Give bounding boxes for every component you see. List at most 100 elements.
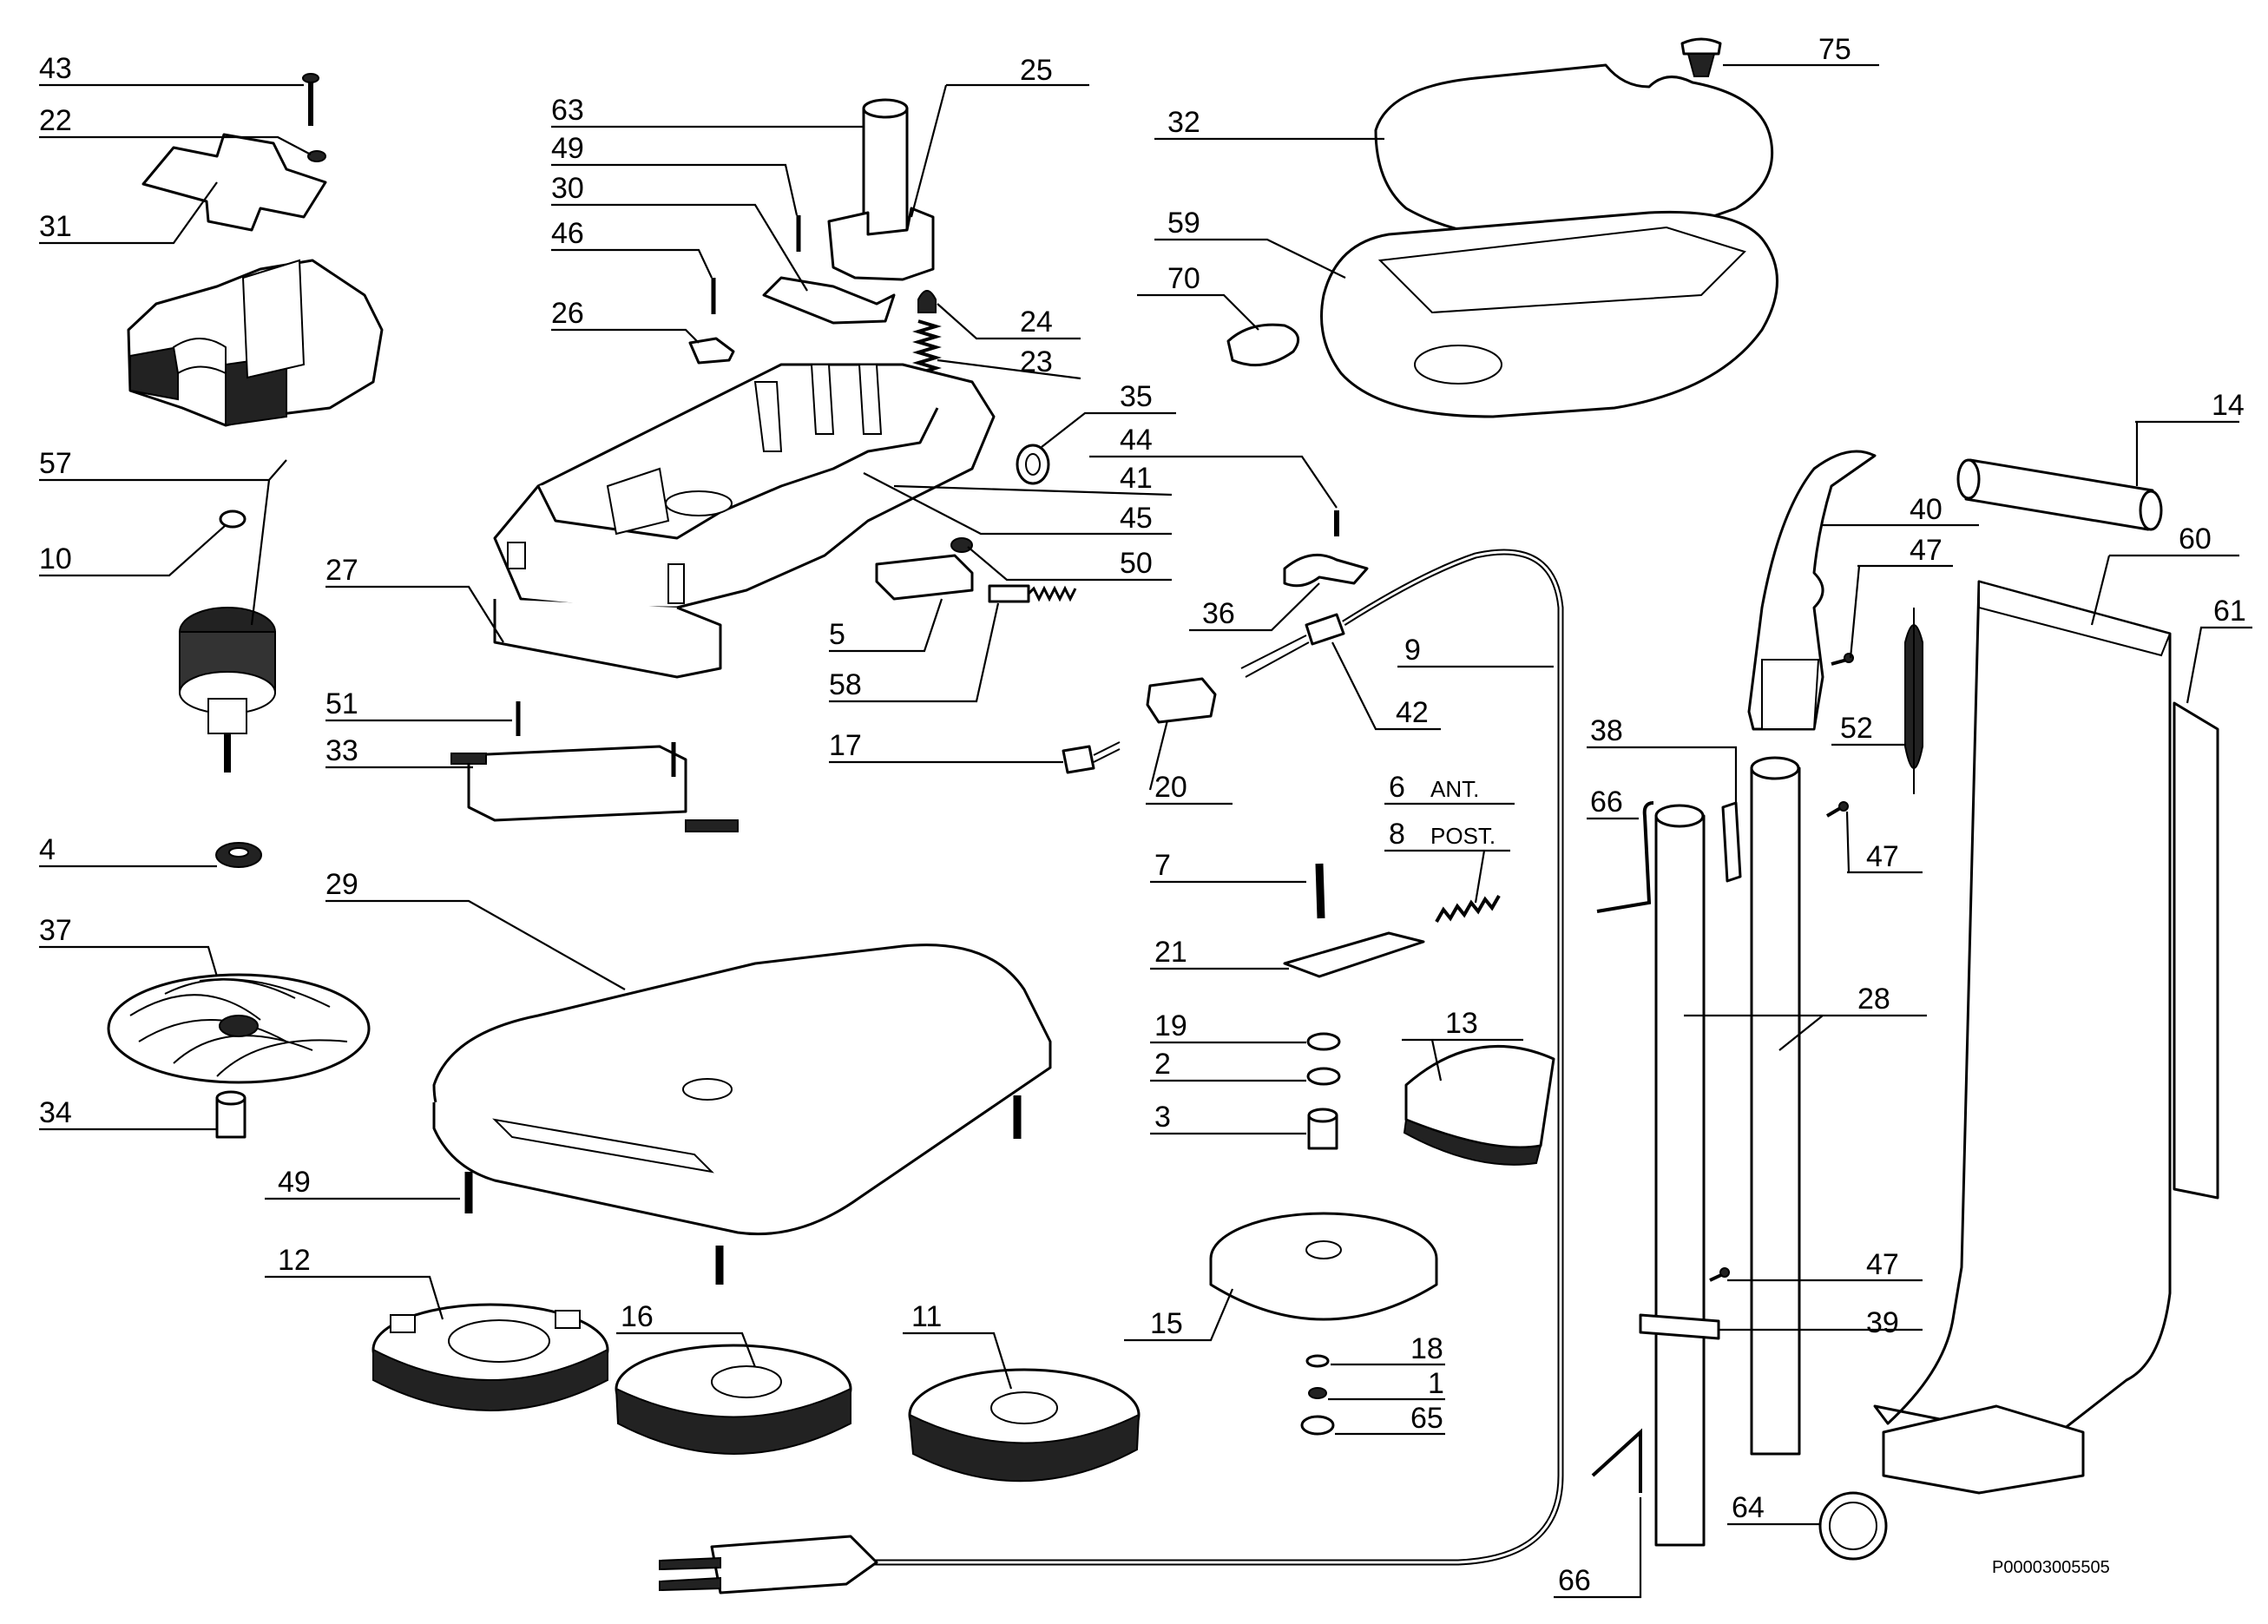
part-36-cable-clamp xyxy=(1283,553,1369,588)
callout-number: 9 xyxy=(1404,634,1421,667)
callout-number: 11 xyxy=(911,1300,942,1333)
callout-38: 38 xyxy=(1587,714,1738,803)
callout-13: 13 xyxy=(1402,1007,1523,1082)
callout-45: 45 xyxy=(863,472,1172,536)
callout-51: 51 xyxy=(325,687,512,722)
callout-70: 70 xyxy=(1137,262,1259,331)
callout-number: 24 xyxy=(1020,306,1053,339)
callout-58: 58 xyxy=(829,602,1000,703)
callout-number: 47 xyxy=(1866,840,1899,873)
callout-40: 40 xyxy=(1823,493,1979,527)
callout-66-lower: 66 xyxy=(1554,1497,1642,1599)
part-3-bush xyxy=(1307,1108,1338,1150)
callout-19: 19 xyxy=(1150,1009,1306,1044)
callout-43: 43 xyxy=(39,52,304,87)
part-47-screw-b xyxy=(1825,801,1849,818)
callout-note: POST. xyxy=(1430,823,1496,849)
callout-50: 50 xyxy=(967,546,1172,582)
callout-number: 12 xyxy=(278,1244,311,1277)
callout-number: 32 xyxy=(1167,106,1200,139)
part-27-chassis xyxy=(493,363,996,679)
part-13-brush-segment xyxy=(1403,1044,1555,1166)
callout-number: 49 xyxy=(278,1166,311,1199)
callout-number: 17 xyxy=(829,729,862,762)
callout-number: 66 xyxy=(1590,786,1623,819)
callout-number: 31 xyxy=(39,210,72,243)
callout-number: 38 xyxy=(1590,714,1623,747)
callout-60: 60 xyxy=(2090,523,2239,626)
callout-18: 18 xyxy=(1331,1332,1445,1366)
part-30-plate xyxy=(762,276,896,325)
part-14-tube xyxy=(1956,458,2163,531)
callout-66: 66 xyxy=(1587,786,1639,820)
part-31-bracket xyxy=(141,133,327,232)
callout-number: 63 xyxy=(551,94,584,127)
callout-7: 7 xyxy=(1150,849,1306,884)
callout-number: 60 xyxy=(2179,523,2212,556)
part-35-ring xyxy=(1016,444,1050,485)
callout-note: ANT. xyxy=(1430,776,1479,802)
callout-31: 31 xyxy=(39,181,218,245)
callout-number: 51 xyxy=(325,687,358,720)
part-50-nut xyxy=(950,537,973,553)
callout-number: 44 xyxy=(1120,424,1153,457)
callout-number: 6 xyxy=(1389,771,1405,804)
callout-52: 52 xyxy=(1831,712,1905,746)
callout-number: 40 xyxy=(1910,493,1943,526)
part-33-bar xyxy=(450,742,739,832)
callout-5: 5 xyxy=(829,598,943,653)
part-22-nut xyxy=(307,150,326,162)
callout-number: 64 xyxy=(1732,1491,1765,1524)
callout-29: 29 xyxy=(325,868,626,990)
part-58-brush xyxy=(988,584,1077,603)
callout-number: 37 xyxy=(39,914,72,947)
callout-number: 14 xyxy=(2212,389,2245,422)
part-24-cap xyxy=(917,290,937,313)
callout-number: 18 xyxy=(1410,1332,1443,1365)
part-26-clip xyxy=(688,337,735,365)
callout-33: 33 xyxy=(325,734,473,769)
callout-42: 42 xyxy=(1331,641,1441,731)
part-12-brush xyxy=(371,1303,609,1411)
callout-39: 39 xyxy=(1719,1306,1923,1339)
callout-number: 66 xyxy=(1558,1564,1591,1597)
callout-75: 75 xyxy=(1723,33,1879,67)
callout-30: 30 xyxy=(551,172,808,292)
callout-4: 4 xyxy=(39,833,217,868)
part-28-tube-left xyxy=(1654,804,1706,1547)
callout-44: 44 xyxy=(1089,424,1338,509)
callout-number: 41 xyxy=(1120,462,1153,495)
callout-17: 17 xyxy=(829,729,1063,764)
callout-number: 16 xyxy=(621,1300,654,1333)
part-19-washer xyxy=(1306,1032,1341,1051)
part-37-fan xyxy=(107,973,371,1084)
callout-number: 52 xyxy=(1840,712,1873,745)
callout-9: 9 xyxy=(1397,634,1554,668)
callout-number: 33 xyxy=(325,734,358,767)
callout-2: 2 xyxy=(1150,1048,1306,1082)
callout-1: 1 xyxy=(1328,1367,1445,1401)
callout-10: 10 xyxy=(39,524,227,577)
callout-11: 11 xyxy=(903,1300,1013,1390)
callout-20: 20 xyxy=(1146,720,1233,805)
part-18-washer xyxy=(1305,1354,1330,1368)
parts-illustrations xyxy=(107,37,2219,1594)
callout-number: 36 xyxy=(1202,597,1235,630)
part-59-frame xyxy=(1320,210,1778,418)
callout-number: 70 xyxy=(1167,262,1200,295)
part-armature xyxy=(179,607,276,773)
callout-number: 26 xyxy=(551,297,584,330)
callout-number: 43 xyxy=(39,52,72,85)
part-29-base-plate xyxy=(432,943,1052,1236)
callout-35: 35 xyxy=(1041,380,1176,448)
callout-21: 21 xyxy=(1150,936,1289,970)
callout-number: 50 xyxy=(1120,547,1153,580)
callout-46: 46 xyxy=(551,217,713,279)
callout-number: 35 xyxy=(1120,380,1153,413)
callout-22: 22 xyxy=(39,104,312,155)
callout-57: 57 xyxy=(39,447,287,626)
callout-number: 19 xyxy=(1154,1009,1187,1042)
part-39-collar xyxy=(1639,1313,1720,1340)
part-75-knob xyxy=(1680,37,1722,77)
